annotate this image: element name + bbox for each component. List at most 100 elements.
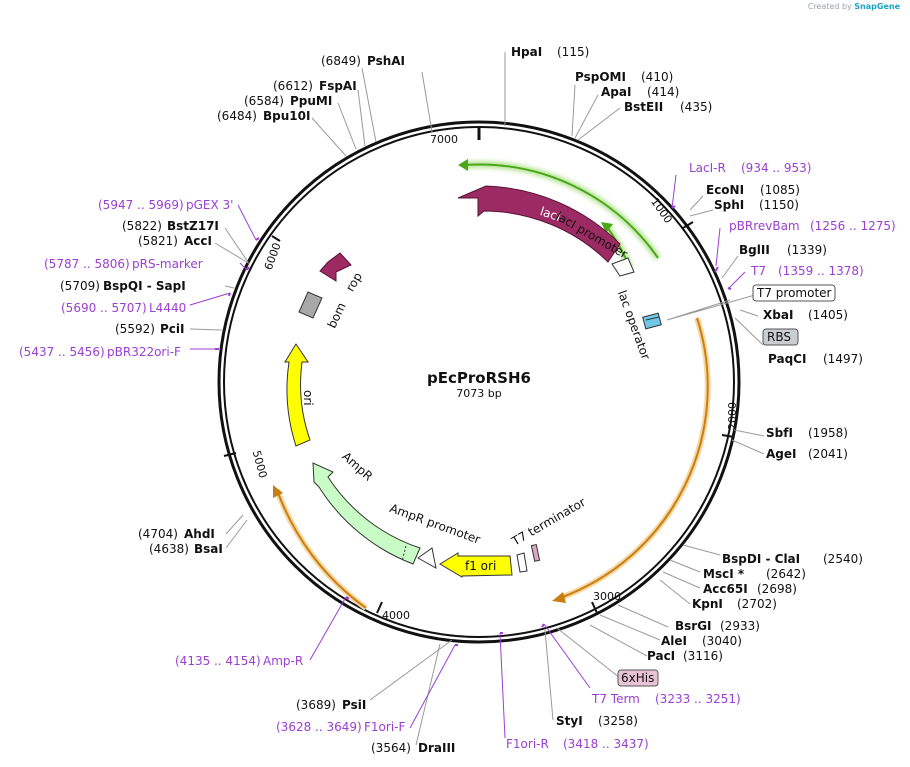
enzyme-draIII: (3564) DraIII xyxy=(371,741,455,755)
enzyme-ppuMI: (6584)PpuMI xyxy=(244,94,332,108)
svg-text:MscI *: MscI * xyxy=(703,567,745,581)
enzyme-xbaI: XbaI(1405) xyxy=(763,308,848,322)
svg-text:AccI: AccI xyxy=(184,234,212,248)
svg-text:(3116): (3116) xyxy=(683,649,723,663)
svg-text:(1497): (1497) xyxy=(823,352,863,366)
his-tag-box xyxy=(530,543,541,562)
svg-text:(3628 .. 3649): (3628 .. 3649) xyxy=(276,720,362,734)
svg-text:pBRrevBam: pBRrevBam xyxy=(729,219,800,233)
svg-text:(5821): (5821) xyxy=(138,234,178,248)
svg-text:pRS-marker: pRS-marker xyxy=(132,257,203,271)
enzyme-bspQI-sapI: (5709)BspQI - SapI xyxy=(60,279,186,293)
svg-text:T7 promoter: T7 promoter xyxy=(756,286,832,300)
svg-text:Amp-R: Amp-R xyxy=(263,654,303,668)
svg-text:(1150): (1150) xyxy=(759,198,799,212)
tick-3000: 3000 xyxy=(591,590,621,614)
enzyme-bsrGI: BsrGI(2933) xyxy=(675,619,760,633)
enzyme-pshAI: (6849) PshAI xyxy=(321,54,405,68)
enzyme-aleI: AleI(3040) xyxy=(661,634,742,648)
svg-text:(934 .. 953): (934 .. 953) xyxy=(741,161,811,175)
svg-text:L4440: L4440 xyxy=(149,301,186,315)
svg-text:BstZ17I: BstZ17I xyxy=(167,219,219,233)
backbone-outer xyxy=(217,120,741,644)
enzyme-sphI: SphI (1150) xyxy=(714,198,799,212)
svg-text:(1339): (1339) xyxy=(787,243,827,257)
svg-text:bom: bom xyxy=(325,300,349,330)
svg-text:AmpR: AmpR xyxy=(339,449,375,483)
svg-text:lacI: lacI xyxy=(538,204,562,224)
bom-box xyxy=(298,291,323,319)
label-rbs: RBS xyxy=(762,328,799,346)
svg-text:PshAI: PshAI xyxy=(367,54,405,68)
enzyme-bpu10I: (6484)Bpu10I xyxy=(217,109,310,123)
svg-text:(2642): (2642) xyxy=(766,567,806,581)
svg-text:(5947 .. 5969): (5947 .. 5969) xyxy=(98,198,184,212)
svg-text:(5787 .. 5806): (5787 .. 5806) xyxy=(44,257,130,271)
svg-text:Bpu10I: Bpu10I xyxy=(263,109,310,123)
enzyme-bspDI-claI: BspDI - ClaI(2540) xyxy=(722,552,863,566)
svg-text:AgeI: AgeI xyxy=(766,447,796,461)
svg-text:F1ori-F: F1ori-F xyxy=(364,720,405,734)
enzyme-apaI: ApaI(414) xyxy=(601,85,679,99)
svg-text:KpnI: KpnI xyxy=(692,597,723,611)
enzyme-pacI: PacI(3116) xyxy=(647,649,723,663)
svg-text:XbaI: XbaI xyxy=(763,308,793,322)
svg-text:(3689): (3689) xyxy=(296,698,336,712)
svg-text:RBS: RBS xyxy=(767,330,791,344)
svg-text:6000: 6000 xyxy=(262,241,284,272)
svg-text:(6612): (6612) xyxy=(273,79,313,93)
svg-text:PspOMI: PspOMI xyxy=(575,70,626,84)
primer-T7: T7(1359 .. 1378) xyxy=(750,264,864,278)
svg-text:T7 terminator: T7 terminator xyxy=(509,495,588,549)
svg-text:(5437 .. 5456): (5437 .. 5456) xyxy=(19,345,105,359)
svg-text:(2540): (2540) xyxy=(823,552,863,566)
svg-text:EcoNI: EcoNI xyxy=(706,183,744,197)
svg-text:(4135 .. 4154): (4135 .. 4154) xyxy=(175,654,261,668)
enzyme-ahdI: (4704)AhdI xyxy=(138,527,215,541)
svg-text:pBR322ori-F: pBR322ori-F xyxy=(107,345,181,359)
svg-text:(115): (115) xyxy=(557,45,589,59)
svg-text:(3418 .. 3437): (3418 .. 3437) xyxy=(563,737,649,751)
enzyme-paqCI: PaqCI (1497) xyxy=(768,352,863,366)
primer-Amp-R: (4135 .. 4154)Amp-R xyxy=(175,654,303,668)
enzyme-ageI: AgeI(2041) xyxy=(766,447,848,461)
t7-terminator xyxy=(516,552,528,573)
svg-text:pGEX 3': pGEX 3' xyxy=(186,198,233,212)
svg-text:(5709): (5709) xyxy=(60,279,100,293)
orf-arc-right xyxy=(558,317,711,601)
svg-text:T7 Term: T7 Term xyxy=(591,692,640,706)
rop-arrow xyxy=(319,252,352,282)
ori-arrow xyxy=(284,343,311,447)
enzyme-pspOMI: PspOMI (410) xyxy=(575,70,673,84)
plasmid-size: 7073 bp xyxy=(456,387,501,400)
primer-pGEX3: (5947 .. 5969)pGEX 3' xyxy=(98,198,233,212)
primer-F1ori-R: F1ori-R(3418 .. 3437) xyxy=(506,737,649,751)
svg-text:(410): (410) xyxy=(641,70,673,84)
svg-text:(2698): (2698) xyxy=(757,582,797,596)
enzyme-accI: (5821) AccI xyxy=(138,234,212,248)
svg-text:(435): (435) xyxy=(680,100,712,114)
svg-text:(6849): (6849) xyxy=(321,54,361,68)
svg-text:BglII: BglII xyxy=(739,243,770,257)
plasmid-name: pEcProRSH6 xyxy=(427,369,531,387)
enzyme-ecoNI: EcoNI(1085) xyxy=(706,183,800,197)
svg-text:(5592): (5592) xyxy=(115,322,155,336)
svg-text:(5690 .. 5707): (5690 .. 5707) xyxy=(61,301,147,315)
svg-text:(6584): (6584) xyxy=(244,94,284,108)
svg-text:T7: T7 xyxy=(750,264,766,278)
enzyme-pciI: (5592)PciI xyxy=(115,322,185,336)
svg-text:HpaI: HpaI xyxy=(511,45,542,59)
enzyme-bstZ17I: (5822)BstZ17I xyxy=(122,219,219,233)
svg-text:ApaI: ApaI xyxy=(601,85,631,99)
svg-text:(3040): (3040) xyxy=(702,634,742,648)
svg-text:SphI: SphI xyxy=(714,198,744,212)
tick-2000: 2000 xyxy=(721,402,739,438)
label-t7-promoter: T7 promoter xyxy=(752,284,836,302)
svg-text:7000: 7000 xyxy=(430,133,458,146)
svg-text:(3564): (3564) xyxy=(371,741,411,755)
svg-text:PaqCI: PaqCI xyxy=(768,352,806,366)
primer-lacI-R: LacI-R(934 .. 953) xyxy=(689,161,811,175)
svg-text:ori: ori xyxy=(301,390,315,406)
svg-text:DraIII: DraIII xyxy=(418,741,455,755)
